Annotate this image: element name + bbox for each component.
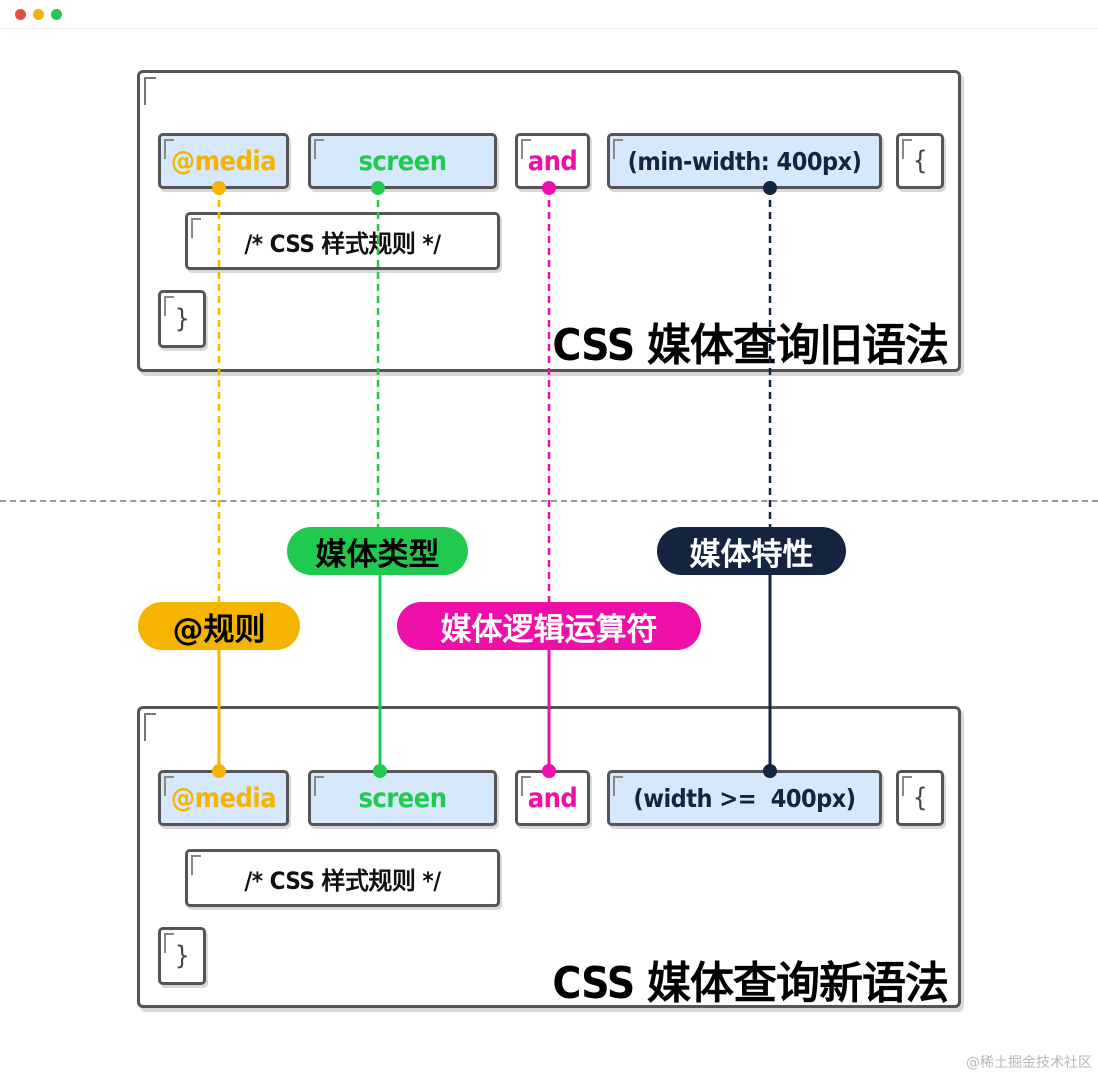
new-at-rule-token: @media — [158, 770, 289, 826]
new-syntax-panel: @media screen and (width >= 400px) { /* … — [137, 706, 961, 1009]
old-at-rule-text: @media — [170, 145, 277, 177]
new-operator-token: and — [515, 770, 590, 826]
new-open-brace-text: { — [912, 783, 928, 813]
at-rule-label: @规则 — [138, 602, 300, 650]
new-rule-body-token: /* CSS 样式规则 */ — [185, 849, 500, 907]
new-close-brace-text: } — [174, 941, 190, 971]
watermark: @稀土掘金技术社区 — [966, 1055, 1092, 1071]
old-media-type-token: screen — [308, 133, 497, 189]
old-operator-token: and — [515, 133, 590, 189]
old-at-rule-token: @media — [158, 133, 289, 189]
old-close-brace-token: } — [158, 290, 206, 348]
new-open-brace-token: { — [896, 770, 944, 826]
new-at-rule-text: @media — [170, 782, 277, 814]
old-feature-token: (min-width: 400px) — [607, 133, 882, 189]
old-rule-body-text: /* CSS 样式规则 */ — [244, 229, 441, 258]
window-titlebar — [0, 0, 1098, 29]
new-operator-text: and — [527, 782, 578, 814]
media-type-label: 媒体类型 — [287, 527, 468, 575]
old-syntax-heading: CSS 媒体查询旧语法 — [552, 320, 949, 371]
new-syntax-heading: CSS 媒体查询新语法 — [552, 958, 949, 1009]
new-rule-body-text: /* CSS 样式规则 */ — [244, 866, 441, 895]
new-feature-token: (width >= 400px) — [607, 770, 882, 826]
old-open-brace-text: { — [912, 146, 928, 176]
maximize-window-dot[interactable] — [51, 9, 62, 20]
new-feature-text: (width >= 400px) — [633, 783, 856, 813]
new-media-type-token: screen — [308, 770, 497, 826]
section-divider — [0, 500, 1098, 502]
logic-operator-label: 媒体逻辑运算符 — [397, 602, 701, 650]
old-close-brace-text: } — [174, 304, 190, 334]
old-open-brace-token: { — [896, 133, 944, 189]
close-window-dot[interactable] — [15, 9, 26, 20]
old-operator-text: and — [527, 145, 578, 177]
old-rule-body-token: /* CSS 样式规则 */ — [185, 212, 500, 270]
new-media-type-text: screen — [358, 782, 447, 814]
media-feature-label: 媒体特性 — [657, 527, 846, 575]
old-syntax-panel: @media screen and (min-width: 400px) { /… — [137, 70, 961, 372]
new-close-brace-token: } — [158, 927, 206, 985]
old-feature-text: (min-width: 400px) — [627, 146, 862, 176]
old-media-type-text: screen — [358, 145, 447, 177]
minimize-window-dot[interactable] — [33, 9, 44, 20]
